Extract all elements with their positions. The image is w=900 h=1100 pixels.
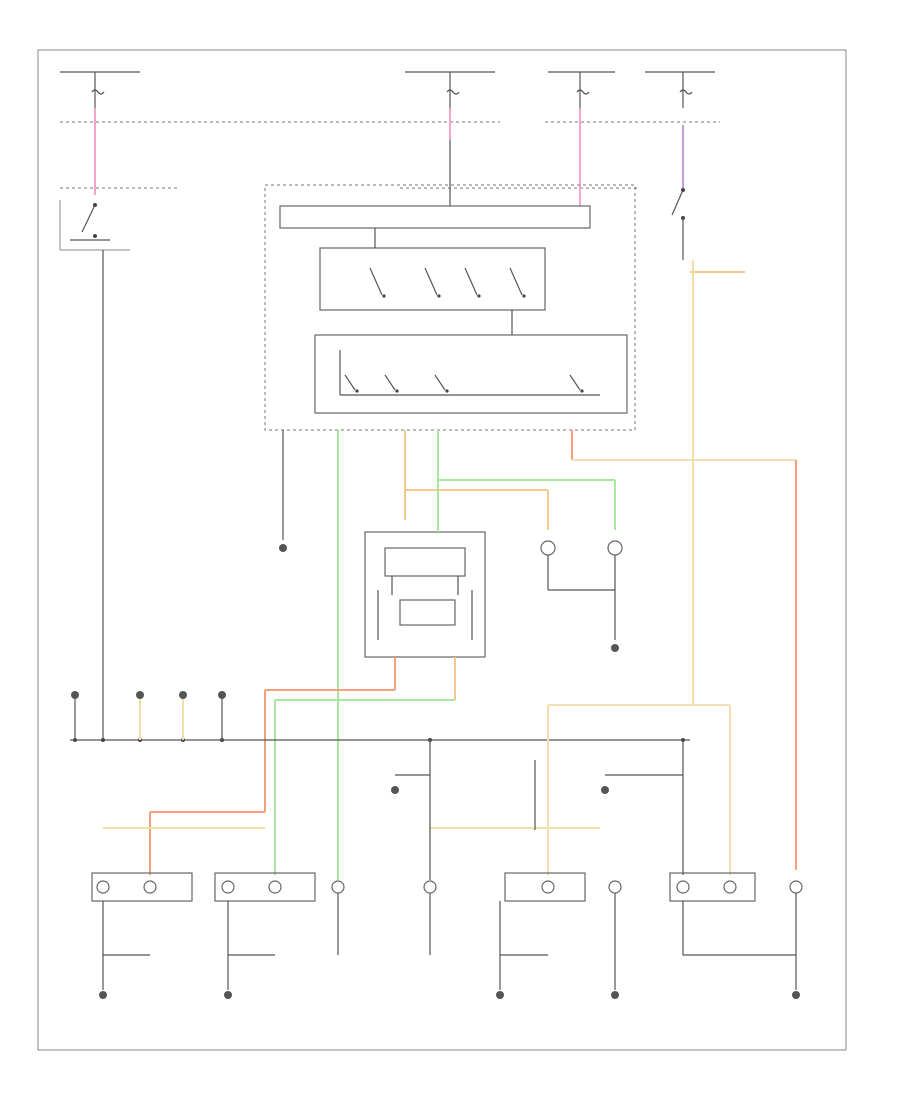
- fuse-feed-wires: [94, 72, 684, 206]
- lower-left-grounds: [71, 691, 226, 740]
- hazard-switch-contacts: [369, 228, 526, 335]
- hazard-switch-box: [319, 247, 546, 311]
- front-park-turn-lamp-right: [91, 872, 193, 902]
- license-lamp: [608, 880, 622, 894]
- front-indicator-lamps: [540, 540, 623, 652]
- turn-signal-switch-contacts: [339, 350, 600, 396]
- turn-signal-switch-box: [314, 334, 628, 414]
- combination-switch-bar: [279, 205, 591, 229]
- left-tail-lamp: [504, 872, 586, 902]
- right-tail-lamp: [669, 872, 756, 902]
- left-side-marker-lamp: [331, 880, 345, 894]
- right-side-marker-lamp: [789, 880, 803, 894]
- diagram-frame: [37, 49, 847, 1051]
- flasher-output-wires: [149, 657, 456, 875]
- high-mount-stop-lamp: [423, 880, 437, 894]
- rear-lamp-feed: [103, 704, 731, 875]
- flasher-module: [364, 531, 486, 658]
- flasher-internal-wires: [377, 576, 473, 640]
- bottom-ground-points: [99, 991, 800, 999]
- front-park-turn-lamp-left: [214, 872, 316, 902]
- stop-lamp-switch: [671, 188, 745, 273]
- switch-output-wires: [337, 430, 797, 880]
- multifunction-switch: [264, 184, 636, 431]
- flasher-unit: [384, 547, 466, 577]
- brake-lamp-switch: [59, 200, 130, 251]
- lamp-ground-wires: [102, 893, 797, 990]
- fuse-symbols: [91, 89, 693, 95]
- switch-ground-left: [279, 430, 287, 552]
- mid-ground-points: [391, 740, 684, 880]
- flasher-relay: [399, 599, 456, 626]
